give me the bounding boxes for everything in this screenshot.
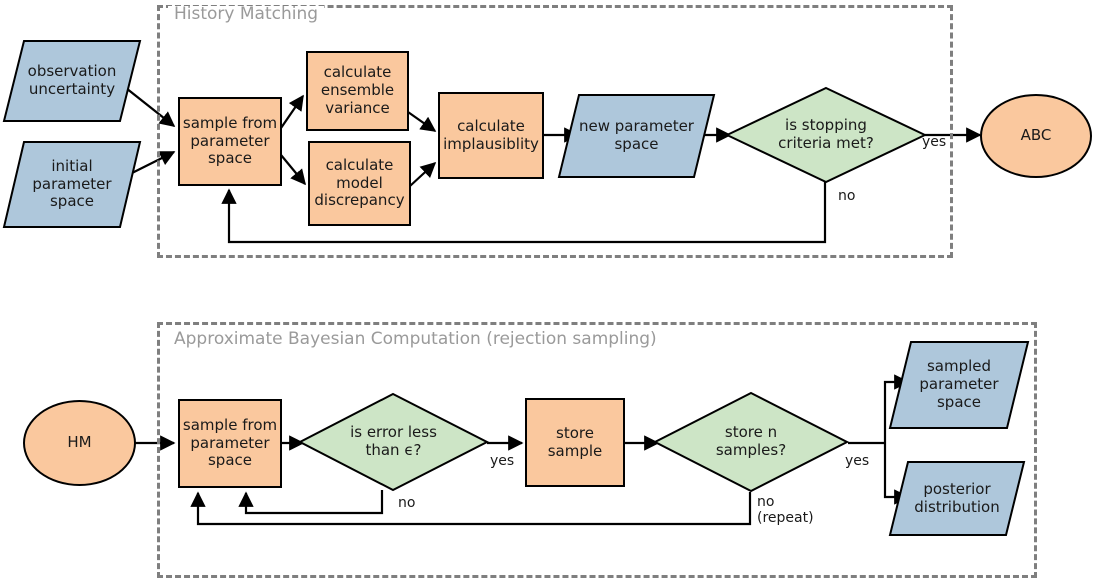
group-history-matching-title: History Matching xyxy=(168,6,325,23)
edge-label-hm-no: no xyxy=(838,188,856,204)
group-abc xyxy=(157,322,1037,578)
group-abc-title: Approximate Bayesian Computation (reject… xyxy=(168,331,663,348)
edge-label-abc-yes-2: yes xyxy=(845,453,870,469)
edge-label-abc-no-1: no xyxy=(398,495,416,511)
node-hm-terminal-label: HM xyxy=(67,433,92,452)
node-abc-terminal-label: ABC xyxy=(1020,126,1052,145)
node-abc-terminal: ABC xyxy=(980,94,1092,178)
group-history-matching xyxy=(157,5,953,258)
edge-label-hm-yes: yes xyxy=(922,134,947,150)
edge-label-abc-yes-1: yes xyxy=(490,453,515,469)
edge-label-abc-no-2: no(repeat) xyxy=(757,494,814,527)
node-hm-terminal: HM xyxy=(23,400,136,486)
